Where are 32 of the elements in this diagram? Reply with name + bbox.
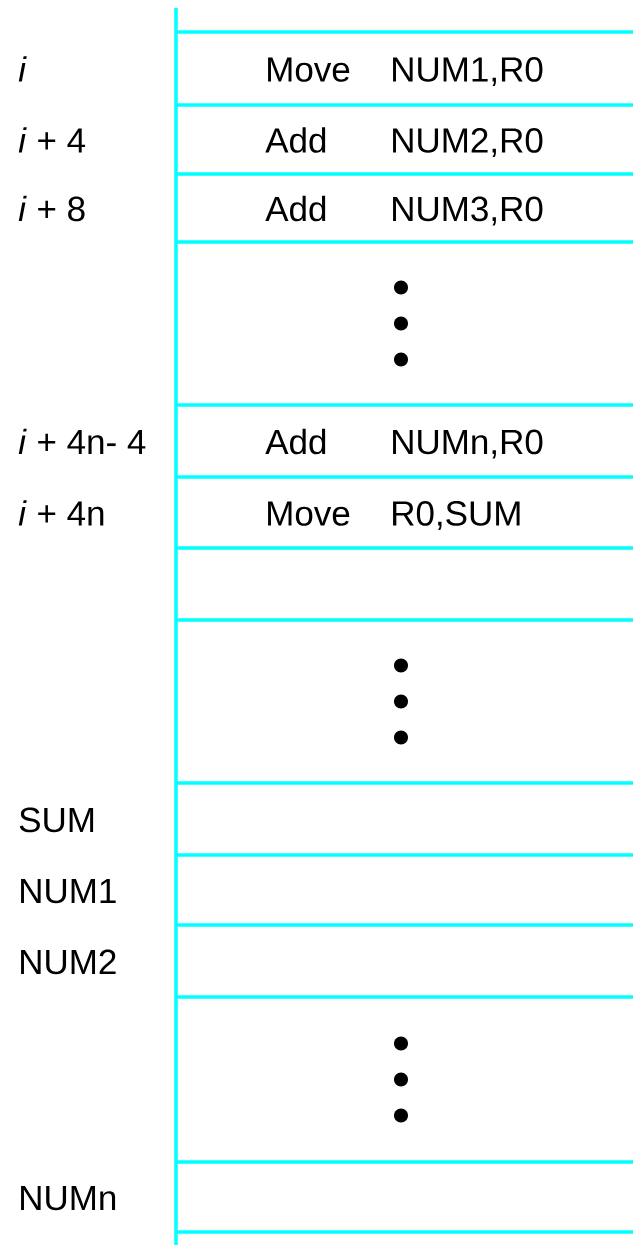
- address-label: NUM2: [21, 949, 116, 975]
- memory-cell: [176, 618, 633, 622]
- operand-text: NUM3,R0: [393, 196, 543, 226]
- address-label: i + 4: [18, 127, 86, 153]
- address-label: i + 4n- 4: [18, 428, 146, 454]
- memory-cell: [176, 30, 633, 107]
- address-label: SUM: [19, 807, 94, 833]
- memory-cell: [176, 501, 633, 550]
- opcode-text: Add: [265, 428, 326, 455]
- memory-cell: [176, 428, 633, 479]
- opcode-text: Move: [268, 57, 350, 82]
- address-label: NUMn: [21, 1185, 116, 1211]
- memory-cell: [176, 1230, 633, 1234]
- memory-cell: [176, 127, 633, 176]
- address-label: i: [18, 56, 27, 82]
- operand-text: NUM2,R0: [393, 128, 543, 157]
- memory-cell: [176, 995, 633, 999]
- opcode-text: Move: [268, 501, 350, 526]
- memory-cell: [176, 1160, 633, 1164]
- memory-cell: [176, 403, 633, 407]
- operand-text: R0,SUM: [393, 501, 520, 530]
- opcode-text: Add: [265, 127, 326, 153]
- operand-text: NUM1,R0: [393, 57, 543, 86]
- operand-text: NUMn,R0: [393, 429, 543, 459]
- address-label: NUM1: [21, 878, 116, 904]
- memory-cell: [176, 195, 633, 244]
- address-label: i + 8: [18, 195, 85, 222]
- memory-cell: [176, 923, 633, 927]
- opcode-text: Add: [265, 195, 326, 222]
- memory-cell: [176, 853, 633, 857]
- address-label: i + 4n: [18, 500, 104, 526]
- memory-cell: [176, 781, 633, 785]
